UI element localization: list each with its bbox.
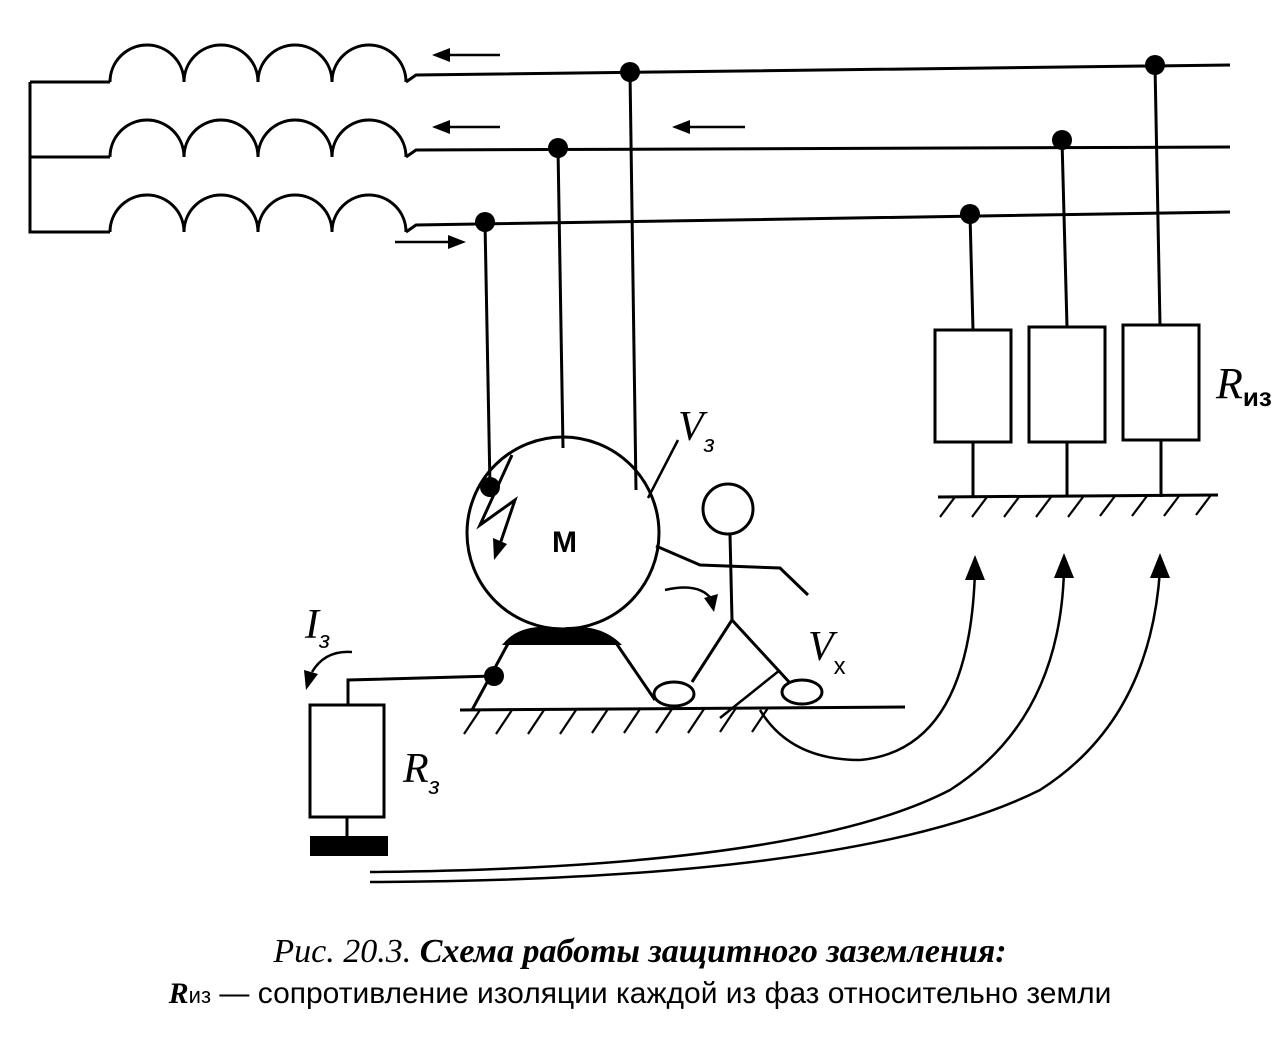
- caption-description: Rиз — сопротивление изоляции каждой из ф…: [0, 974, 1280, 1016]
- resistor-r-iz-3: [1121, 323, 1201, 442]
- motor-ground: [459, 705, 906, 735]
- ground-electrode: [310, 836, 388, 856]
- junction-dot: [548, 138, 568, 158]
- caption-title: Рис. 20.3. Схема работы защитного заземл…: [0, 930, 1280, 974]
- phase-lines: [405, 63, 1231, 234]
- fault-point-dot: [480, 477, 500, 497]
- earth-current-paths: [369, 553, 1170, 884]
- label-r-z: Rз: [402, 746, 440, 800]
- label-r-iz: Rиз: [1215, 359, 1272, 412]
- motor-feeds: [475, 62, 640, 491]
- junction-dot: [620, 62, 640, 82]
- winding-phase-c: [108, 193, 408, 233]
- label-i-z: Iз: [304, 602, 330, 654]
- caption-title-text: Схема работы защитного заземления:: [419, 933, 1007, 970]
- motor-label: M: [552, 526, 577, 559]
- transformer-windings: [28, 43, 408, 234]
- resistor-r-iz-2: [1027, 325, 1107, 444]
- motor-base: [502, 626, 622, 645]
- foot-contact-right: [780, 678, 824, 706]
- junction-dot: [475, 212, 495, 232]
- caption-symbol-sub: из: [188, 983, 212, 1008]
- label-v-z: Vз: [678, 404, 715, 458]
- grounding-resistor-assembly: [304, 650, 504, 856]
- caption-prefix: Рис. 20.3.: [273, 933, 412, 970]
- person-figure: [655, 482, 810, 685]
- figure-caption: Рис. 20.3. Схема работы защитного заземл…: [0, 930, 1280, 1016]
- protective-grounding-diagram: Rиз M Vз Vx: [28, 43, 1272, 884]
- foot-contact-left: [652, 680, 696, 708]
- junction-dot: [1145, 55, 1165, 75]
- junction-dot: [960, 204, 980, 224]
- ground-hatching: [939, 494, 1212, 518]
- insulation-resistances: [933, 55, 1219, 518]
- caption-desc-text: — сопротивление изоляции каждой из фаз о…: [211, 977, 1112, 1010]
- winding-phase-b: [108, 118, 408, 158]
- motor: M: [465, 435, 661, 711]
- resistor-r-iz-1: [933, 328, 1013, 444]
- resistor-r-z: [308, 703, 386, 819]
- junction-dot: [1052, 130, 1072, 150]
- current-arrows: [395, 48, 745, 249]
- caption-symbol: R: [168, 977, 189, 1010]
- label-v-x: Vx: [808, 624, 846, 680]
- winding-phase-a: [108, 43, 408, 83]
